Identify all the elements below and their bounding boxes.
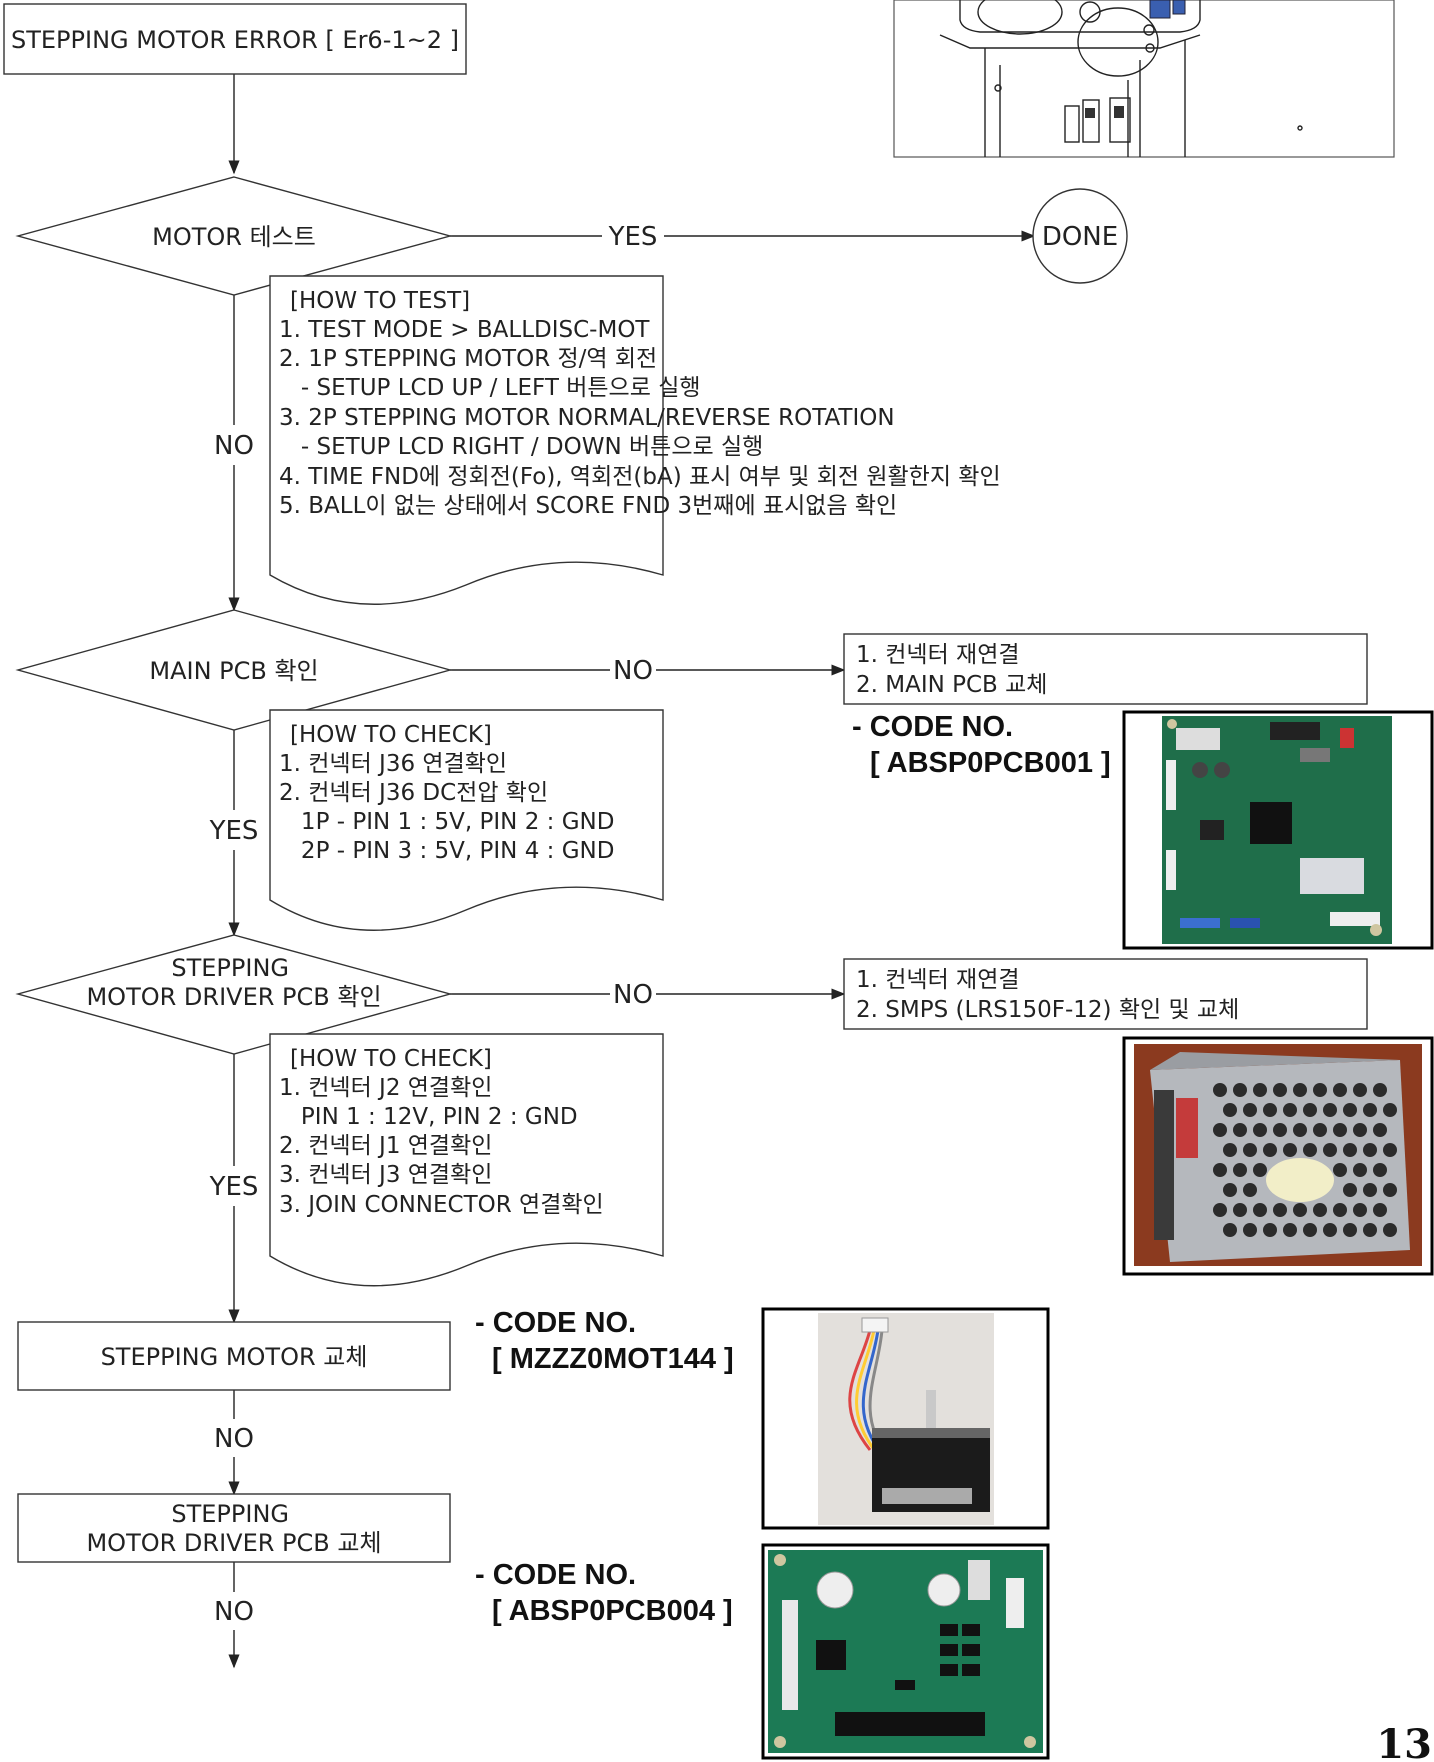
cabinet-illustration xyxy=(893,0,1395,158)
start-box xyxy=(3,3,467,75)
note-test-line: 5. BALL이 없는 상태에서 SCORE FND 3번째에 표시없음 확인 xyxy=(279,493,897,519)
note-driver-line: 1. 컨넥터 J2 연결확인 xyxy=(279,1075,492,1101)
note-main-line: 1P - PIN 1 : 5V, PIN 2 : GND xyxy=(279,809,614,835)
svg-text:1. 컨넥터 재연결 2. SMPS (LRS150: 1. 컨넥터 재연결 2. SMPS (LRS150F-12) 확인 및 교체 xyxy=(856,967,1239,1023)
process-replace-driver xyxy=(17,1493,451,1563)
code-heading: - CODE NO. xyxy=(852,711,1013,743)
label-no-3: NO xyxy=(613,980,653,1010)
label-no-5: NO xyxy=(214,1597,254,1627)
decision-driver-pcb-label: STEPPING xyxy=(171,954,289,982)
note-main-line: 2. 컨넥터 J36 DC전압 확인 xyxy=(279,780,548,806)
note-how-to-test xyxy=(269,275,664,605)
action-line: 2. MAIN PCB 교체 xyxy=(856,672,1047,698)
note-driver-line: 2. 컨넥터 J1 연결확인 xyxy=(279,1133,492,1159)
done-label: DONE xyxy=(1042,222,1118,252)
code-heading: - CODE NO. xyxy=(475,1559,636,1591)
action-line: 2. SMPS (LRS150F-12) 확인 및 교체 xyxy=(856,997,1239,1023)
decision-main-pcb-label: MAIN PCB 확인 xyxy=(149,657,318,685)
action-box-main-pcb xyxy=(843,633,1368,705)
note-test-line: 1. TEST MODE > BALLDISC-MOT xyxy=(279,317,650,343)
note-test-line: - SETUP LCD RIGHT / DOWN 버튼으로 실행 xyxy=(279,434,763,460)
decision-motor-test-label: MOTOR 테스트 xyxy=(152,223,316,251)
code-main-pcb: [ ABSP0PCB001 ] xyxy=(870,747,1111,779)
svg-text:[HOW TO TEST] 1. TEST MODE: [HOW TO TEST] 1. TEST MODE > BALLDISC-MO… xyxy=(279,288,1008,519)
note-main-pcb-check xyxy=(269,709,664,931)
note-test-line: 4. TIME FND에 정회전(Fo), 역회전(bA) 표시 여부 및 회전… xyxy=(279,464,1001,490)
svg-text:- CODE NO. [ ABSP0PCB001 ]: - CODE NO. [ ABSP0PCB001 ] xyxy=(852,711,1111,779)
note-driver-line: [HOW TO CHECK] xyxy=(290,1046,492,1072)
decision-driver-pcb xyxy=(15,934,453,1055)
process-replace-motor xyxy=(17,1321,451,1391)
label-no-1: NO xyxy=(214,431,254,461)
note-main-line: 1. 컨넥터 J36 연결확인 xyxy=(279,751,507,777)
decision-motor-test xyxy=(15,176,453,296)
smps-photo xyxy=(1122,1036,1434,1276)
process-replace-motor-label: STEPPING MOTOR 교체 xyxy=(101,1343,368,1371)
label-yes-1: YES xyxy=(608,222,658,252)
action-box-smps xyxy=(843,958,1368,1030)
note-test-line: 3. 2P STEPPING MOTOR NORMAL/REVERSE ROTA… xyxy=(279,405,895,431)
label-no-2: NO xyxy=(613,656,653,686)
note-test-line: - SETUP LCD UP / LEFT 버튼으로 실행 xyxy=(279,375,701,401)
svg-text:1. 컨넥터 재연결 2. MAIN PCB 교체: 1. 컨넥터 재연결 2. MAIN PCB 교체 xyxy=(856,642,1047,698)
note-test-line: 2. 1P STEPPING MOTOR 정/역 회전 xyxy=(279,346,657,372)
code-driver-pcb: [ ABSP0PCB004 ] xyxy=(492,1595,733,1627)
action-line: 1. 컨넥터 재연결 xyxy=(856,642,1020,668)
label-yes-3: YES xyxy=(209,1172,259,1202)
note-main-line: 2P - PIN 3 : 5V, PIN 4 : GND xyxy=(279,838,614,864)
code-heading: - CODE NO. xyxy=(475,1307,636,1339)
note-driver-line: 3. 컨넥터 J3 연결확인 xyxy=(279,1162,492,1188)
done-terminal xyxy=(1032,188,1128,284)
note-main-line: [HOW TO CHECK] xyxy=(290,722,492,748)
process-replace-driver-label: MOTOR DRIVER PCB 교체 xyxy=(86,1529,381,1557)
decision-main-pcb xyxy=(15,609,453,731)
note-driver-line: PIN 1 : 12V, PIN 2 : GND xyxy=(279,1104,578,1130)
decision-driver-pcb-label: MOTOR DRIVER PCB 확인 xyxy=(86,983,381,1011)
action-line: 1. 컨넥터 재연결 xyxy=(856,967,1020,993)
main-pcb-photo xyxy=(1122,710,1434,950)
process-replace-driver-label: STEPPING xyxy=(171,1500,289,1528)
note-driver-pcb-check xyxy=(269,1033,664,1287)
svg-text:- CODE NO. [ ABSP0PCB004 ]: - CODE NO. [ ABSP0PCB004 ] xyxy=(475,1559,733,1627)
code-motor: [ MZZZ0MOT144 ] xyxy=(492,1343,734,1375)
start-box-label: STEPPING MOTOR ERROR [ Er6-1~2 ] xyxy=(11,26,459,54)
stepping-motor-photo xyxy=(761,1307,1050,1530)
note-test-line: [HOW TO TEST] xyxy=(290,288,470,314)
svg-text:- CODE NO. [ MZZZ0MOT144 ]: - CODE NO. [ MZZZ0MOT144 ] xyxy=(475,1307,734,1375)
svg-text:STEPPING MOTOR DRIVER PCB: STEPPING MOTOR DRIVER PCB 교체 xyxy=(86,1500,381,1557)
svg-text:[HOW TO CHECK] 1. 컨넥터 J2 연: [HOW TO CHECK] 1. 컨넥터 J2 연결확인 PIN 1 : 12… xyxy=(279,1046,604,1218)
page-number: 13 xyxy=(1376,1721,1432,1762)
label-yes-2: YES xyxy=(209,816,259,846)
driver-pcb-photo xyxy=(761,1543,1050,1760)
svg-text:STEPPING MOTOR DRIVER PCB: STEPPING MOTOR DRIVER PCB 확인 xyxy=(86,954,381,1011)
note-driver-line: 3. JOIN CONNECTOR 연결확인 xyxy=(279,1192,604,1218)
svg-text:[HOW TO CHECK] 1. 컨넥터 J36: [HOW TO CHECK] 1. 컨넥터 J36 연결확인 2. 컨넥터 J3… xyxy=(279,722,622,864)
label-no-4: NO xyxy=(214,1424,254,1454)
